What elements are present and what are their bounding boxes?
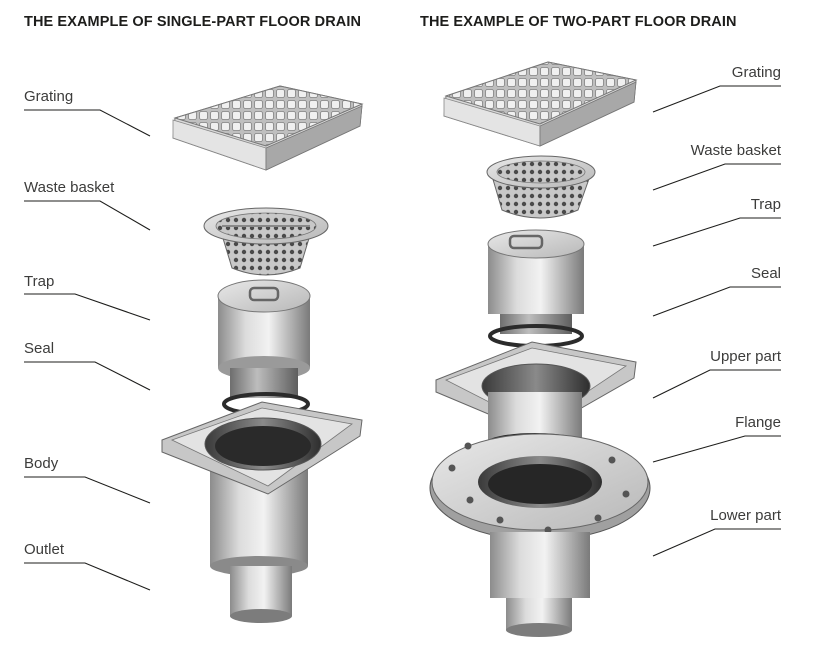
- right-lower-part-shape: [490, 532, 590, 637]
- left-panel-title: THE EXAMPLE OF SINGLE-PART FLOOR DRAIN: [24, 14, 362, 30]
- left-grating-shape: [172, 85, 364, 171]
- left-body-shape: [161, 401, 363, 576]
- leader-right-lower-part: [652, 528, 781, 557]
- leader-right-seal: [652, 286, 781, 317]
- right-grating-shape: [443, 61, 638, 147]
- leader-right-upper-part: [652, 369, 781, 399]
- two-part-drain: [429, 61, 651, 637]
- right-label-trap: Trap: [750, 196, 781, 213]
- left-label-waste-basket: Waste basket: [24, 179, 115, 196]
- left-label-outlet: Outlet: [24, 541, 65, 558]
- leader-left-seal: [24, 361, 151, 391]
- right-label-waste-basket: Waste basket: [690, 142, 781, 159]
- right-label-upper-part: Upper part: [710, 348, 781, 365]
- leader-left-grating: [24, 109, 151, 137]
- right-upper-part-shape: [435, 341, 637, 459]
- left-basket-shape: [203, 207, 329, 276]
- leader-left-outlet: [24, 562, 151, 591]
- right-flange-shape: [429, 433, 651, 541]
- leader-lines: [24, 85, 781, 591]
- leader-left-trap: [24, 293, 151, 321]
- left-outlet-shape: [230, 566, 292, 623]
- right-label-grating: Grating: [731, 64, 781, 81]
- leader-right-flange: [652, 435, 781, 463]
- right-trap-shape: [487, 229, 585, 334]
- left-label-grating: Grating: [24, 88, 74, 105]
- right-basket-shape: [486, 155, 596, 219]
- leader-right-waste-basket: [652, 163, 781, 191]
- left-label-trap: Trap: [24, 273, 55, 290]
- right-label-seal: Seal: [750, 265, 781, 282]
- right-label-lower-part: Lower part: [710, 507, 781, 524]
- left-label-seal: Seal: [24, 340, 55, 357]
- leader-right-grating: [652, 85, 781, 113]
- right-panel-title: THE EXAMPLE OF TWO-PART FLOOR DRAIN: [420, 14, 737, 30]
- leader-right-trap: [652, 217, 781, 247]
- leader-left-body: [24, 476, 151, 504]
- right-label-flange: Flange: [735, 414, 781, 431]
- leader-left-waste-basket: [24, 200, 151, 231]
- left-label-body: Body: [24, 455, 59, 472]
- single-part-drain: [161, 85, 364, 623]
- left-trap-shape: [217, 279, 311, 398]
